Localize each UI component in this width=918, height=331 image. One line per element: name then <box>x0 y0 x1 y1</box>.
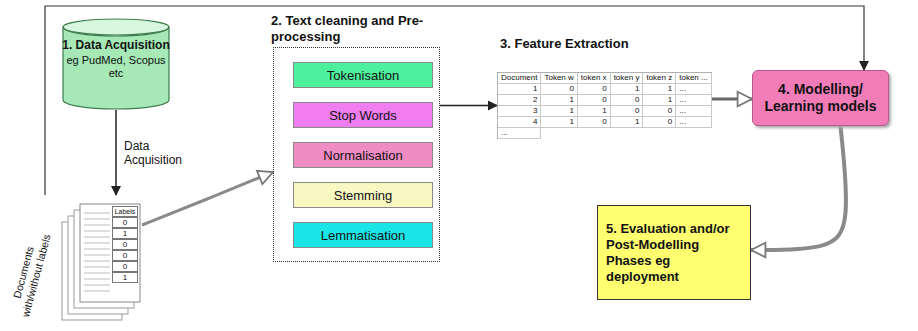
table-cell: 1 <box>541 117 577 128</box>
node-label: Lemmatisation <box>321 228 406 243</box>
table-cell: 1 <box>578 106 611 117</box>
table-cell: ... <box>676 95 711 106</box>
table-cell: 0 <box>578 95 611 106</box>
table-cell: Token w <box>541 73 577 84</box>
document-text <box>84 212 110 296</box>
connector-arrow <box>115 110 117 195</box>
connector-arrow <box>440 105 497 107</box>
label-value: 1 <box>112 228 138 239</box>
table-cell: 0 <box>578 117 611 128</box>
node-label: Tokenisation <box>327 68 399 83</box>
table-cell: token x <box>578 73 611 84</box>
table-cell: 1 <box>611 117 644 128</box>
edge-label: Data Acquisition <box>124 139 194 167</box>
node-label: 5. Evaluation and/or Post-Modelling Phas… <box>606 221 742 285</box>
table-cell: ... <box>676 106 711 117</box>
label-value: 0 <box>112 217 138 228</box>
connector-arrow <box>45 6 864 195</box>
label-value: 0 <box>112 239 138 250</box>
table-cell: token ... <box>676 73 711 84</box>
feature-table: 3. Feature ExtractionDocumentToken wtoke… <box>497 72 712 139</box>
connector-arrow <box>751 126 846 250</box>
node-label: Documents with/without labels <box>5 222 56 325</box>
process-box: 5. Evaluation and/or Post-Modelling Phas… <box>597 205 751 300</box>
table-cell: 1 <box>541 106 577 117</box>
label-value: 0 <box>112 261 138 272</box>
table-cell: token y <box>611 73 644 84</box>
step-box: Lemmatisation <box>293 222 433 248</box>
label-value: 1 <box>112 272 138 283</box>
step-box: Tokenisation <box>293 62 433 88</box>
node-subtitle: eg PudMed, Scopus etc <box>62 54 170 80</box>
node-label: Stop Words <box>329 108 397 123</box>
node-label: Stemming <box>334 188 393 203</box>
step-box: Stop Words <box>293 102 433 128</box>
database-cylinder: 1. Data Acquisition eg PudMed, Scopus etc <box>62 18 170 110</box>
table-cell: ... <box>498 128 541 139</box>
table-cell: ... <box>676 117 711 128</box>
label-value: 0 <box>112 250 138 261</box>
connector-arrow <box>712 98 752 101</box>
table-cell: 2 <box>498 95 541 106</box>
step-box: Stemming <box>293 182 433 208</box>
table-cell: 0 <box>643 117 676 128</box>
table-cell: 1 <box>498 84 541 95</box>
cylinder-body <box>63 27 169 109</box>
table-cell: 0 <box>541 84 577 95</box>
table-cell: 1 <box>643 95 676 106</box>
table-cell: 0 <box>578 84 611 95</box>
table-cell: Document <box>498 73 541 84</box>
node-label: 2. Text cleaning and Pre-processing <box>271 13 439 45</box>
cylinder-top <box>63 19 169 35</box>
table-cell: 1 <box>643 84 676 95</box>
connector-arrow <box>142 172 273 225</box>
step-box: Normalisation <box>293 142 433 168</box>
table-cell: 3 <box>498 106 541 117</box>
process-box: 4. Modelling/ Learning models <box>752 70 889 126</box>
table-cell: 1 <box>611 84 644 95</box>
table-cell: ... <box>676 84 711 95</box>
document-page <box>80 204 140 302</box>
node-label: 1. Data Acquisition <box>62 38 170 52</box>
document-stack <box>62 204 140 320</box>
table-cell: 0 <box>611 106 644 117</box>
node-label: 4. Modelling/ Learning models <box>757 81 884 115</box>
table-cell: 4 <box>498 117 541 128</box>
table-cell: 1 <box>541 95 577 106</box>
table-cell: token z <box>643 73 676 84</box>
table-cell: 0 <box>611 95 644 106</box>
label-column-header: Labels <box>112 206 138 217</box>
group-box: 2. Text cleaning and Pre-processingToken… <box>273 47 440 262</box>
table-cell: 0 <box>643 106 676 117</box>
node-label: 3. Feature Extraction <box>500 36 629 51</box>
node-label: Normalisation <box>323 148 402 163</box>
